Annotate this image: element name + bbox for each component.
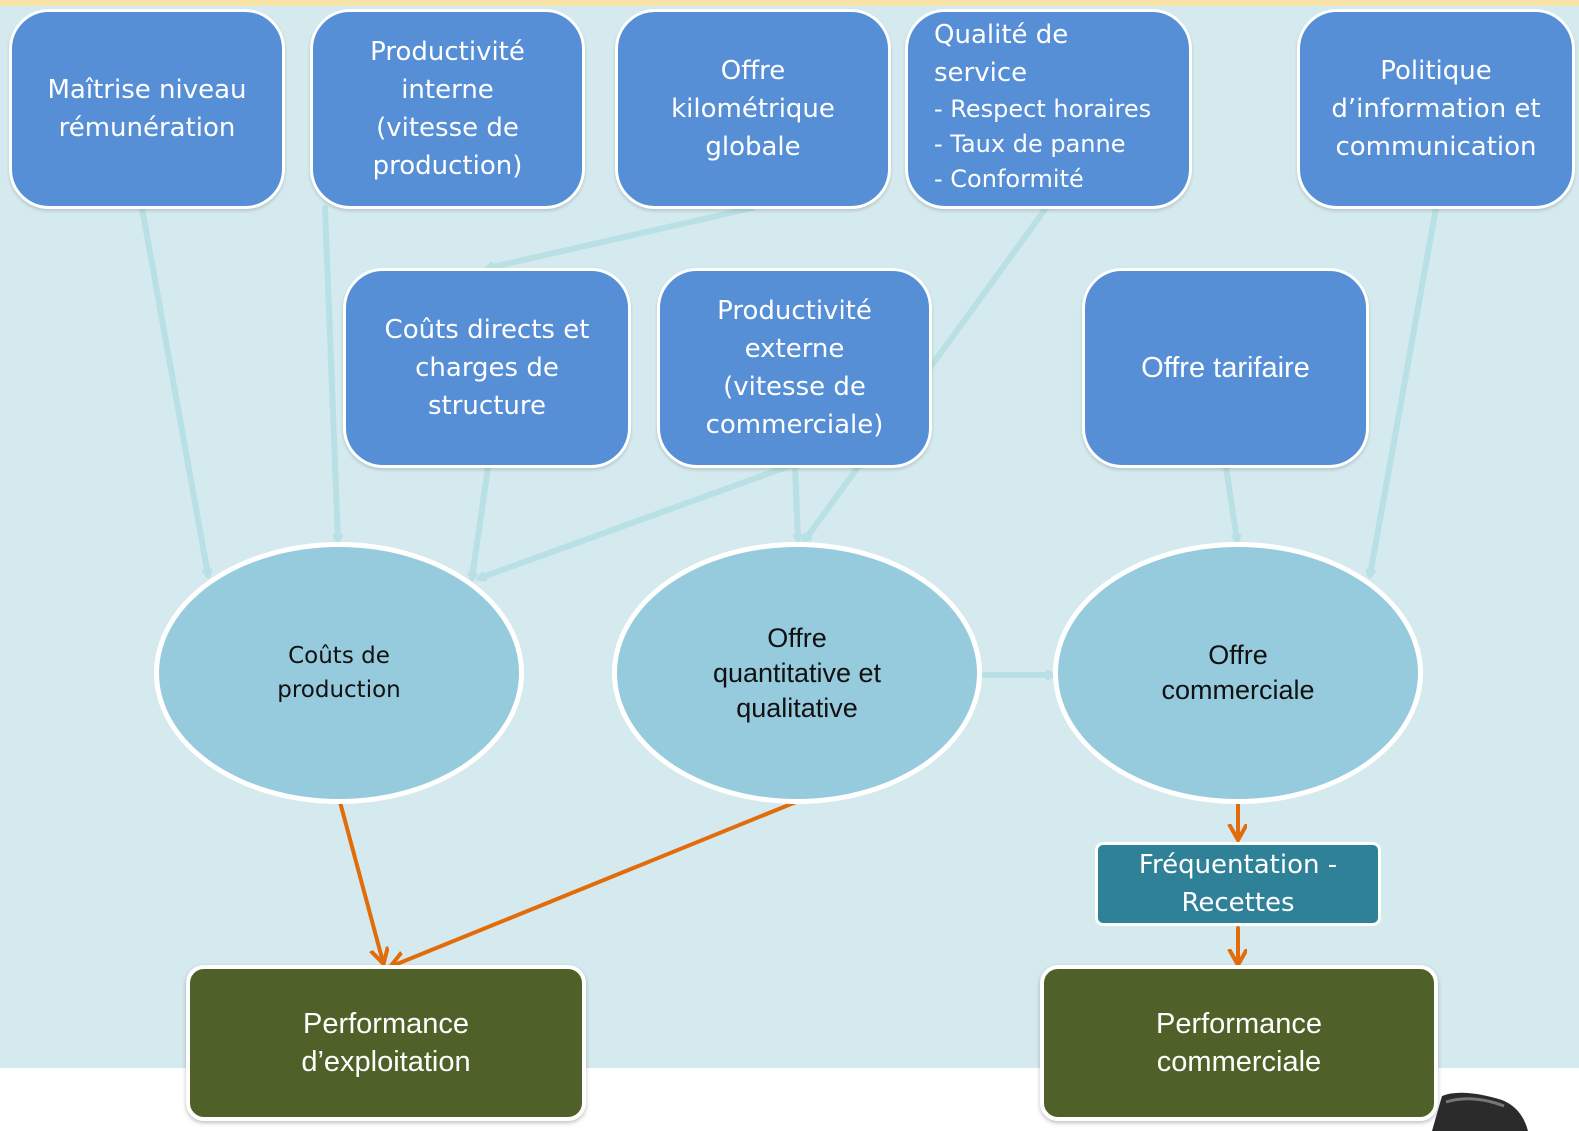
node-offre-kilometrique: Offre kilométrique globale (615, 9, 891, 209)
node-offre-quantitative: Offre quantitative et qualitative (612, 542, 982, 804)
arrow-productivite-interne-to-couts-production (322, 205, 338, 540)
qualite-title: Qualité de service (934, 20, 1069, 88)
node-maitrise-remuneration: Maîtrise niveau rémunération (9, 9, 285, 209)
node-productivite-interne: Productivité interne (vitesse de product… (310, 9, 585, 209)
qualite-item-panne: - Taux de panne (934, 130, 1126, 158)
arrow-couts-production-to-perf-exploitation (338, 800, 383, 962)
qualite-item-conformite: - Conformité (934, 165, 1084, 193)
node-couts-directs: Coûts directs et charges de structure (343, 268, 631, 468)
node-frequentation-recettes: Fréquentation - Recettes (1095, 842, 1381, 926)
arrow-productivite-externe-to-offre-quanti (792, 462, 798, 540)
node-performance-commerciale: Performance commerciale (1040, 965, 1438, 1121)
arrow-offre-tarifaire-to-offre-commerciale (1223, 464, 1237, 540)
node-performance-exploitation: Performance d’exploitation (186, 965, 586, 1121)
arrow-politique-to-offre-commerciale (1370, 205, 1439, 575)
arrow-couts-directs-to-couts-production (472, 464, 491, 578)
arrow-maitrise-to-couts-production (139, 205, 208, 575)
node-offre-tarifaire: Offre tarifaire (1082, 268, 1369, 468)
node-offre-commerciale: Offre commerciale (1053, 542, 1423, 804)
decorative-corner-shape (1432, 1092, 1528, 1131)
node-couts-production: Coûts de production (154, 542, 524, 804)
node-productivite-externe: Productivité externe (vitesse de commerc… (657, 268, 932, 468)
arrow-offre-quanti-to-perf-exploitation (392, 800, 798, 966)
node-politique-information: Politique d’information et communication (1297, 9, 1575, 209)
qualite-item-horaires: - Respect horaires (934, 95, 1152, 123)
arrow-offre-km-to-couts-directs (488, 205, 755, 268)
arrow-productivite-externe-to-couts-production (480, 462, 795, 578)
node-qualite-service: Qualité de service - Respect horaires - … (905, 9, 1192, 209)
top-accent-band (0, 0, 1579, 6)
